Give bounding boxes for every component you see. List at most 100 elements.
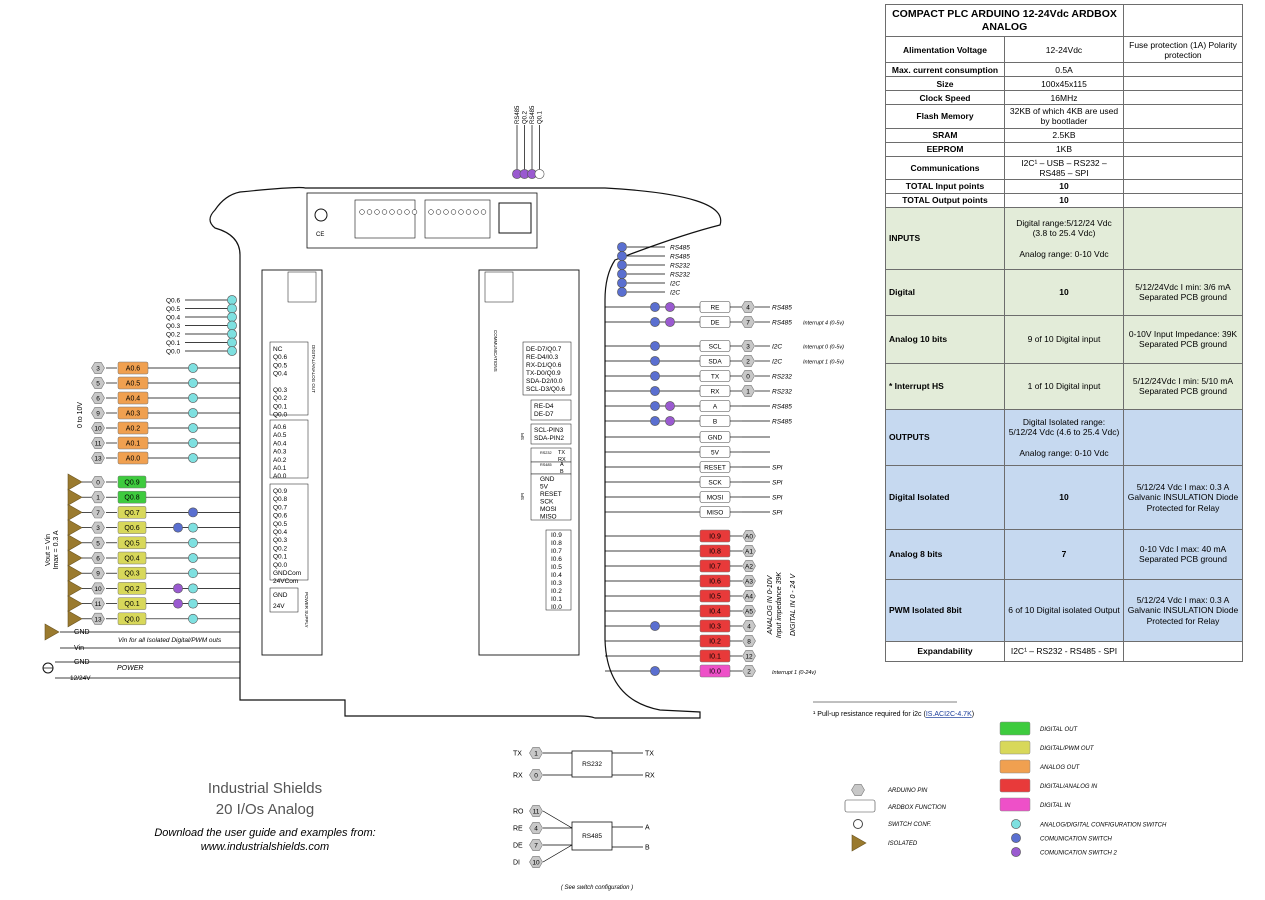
arduino-pin — [741, 340, 755, 352]
spec-value: 16MHz — [1004, 90, 1124, 106]
function-bus-label: I2C — [772, 359, 782, 366]
top-comm-label: RS485 — [515, 105, 521, 124]
isolated-marker — [44, 623, 60, 641]
comm-switch — [173, 522, 183, 533]
analog-config-switch — [188, 553, 198, 563]
left-terminal-label: Q0.6 — [273, 513, 287, 520]
digital-in-note: DIGITAL IN 0 - 24 V — [790, 573, 797, 636]
spec-value: 10 — [1004, 268, 1124, 316]
rs485-pin-name: RO — [513, 809, 524, 816]
rs485-tag: RS485 — [540, 463, 552, 467]
arduino-pin-label: 7 — [746, 320, 750, 327]
arduino-pin — [742, 605, 756, 617]
legend-label: DIGITAL OUT — [1040, 727, 1078, 733]
arduino-pin — [91, 521, 105, 534]
pin-box-label: I0.3 — [709, 624, 721, 631]
spec-label: * Interrupt HS — [885, 362, 1005, 410]
pin-box-label: I0.5 — [709, 594, 721, 601]
power-label: POWER — [117, 665, 143, 672]
spi-terminal-label: SCK — [540, 499, 554, 506]
legend-function-icon — [844, 799, 876, 813]
vin-note: Vin for all Isolated Digital/PWM outs — [118, 637, 222, 644]
left-terminal-label: Q0.7 — [273, 504, 287, 511]
arduino-pin-label: 12 — [745, 654, 753, 661]
left-terminal-label: Q0.5 — [273, 362, 287, 369]
arduino-pin — [741, 316, 755, 328]
pin-box-label: I0.9 — [709, 534, 721, 541]
pin-box-label: A0.2 — [126, 426, 141, 433]
left-terminal-label: Q0.0 — [273, 562, 287, 569]
website-link[interactable]: www.industrialshields.com — [200, 841, 330, 853]
function-bus-label: SPI — [772, 480, 783, 487]
spec-label: Flash Memory — [885, 104, 1005, 129]
pin-box-label: Q0.6 — [124, 525, 139, 532]
spec-value: I2C¹ – RS232 - RS485 - SPI — [1004, 640, 1124, 662]
comm-switch-2 — [665, 317, 675, 327]
spec-value: 9 of 10 Digital input — [1004, 314, 1124, 364]
comm-switch — [617, 242, 627, 252]
ardbox-function-label: MOSI — [707, 495, 724, 502]
spec-label: Size — [885, 76, 1005, 92]
pin-box-label: Q0.1 — [124, 601, 139, 608]
arduino-pin-label: 13 — [94, 456, 102, 463]
legend-swatch — [999, 759, 1031, 774]
isolated-marker — [67, 503, 83, 521]
comm-switch — [617, 278, 627, 288]
spec-note — [1123, 127, 1243, 143]
left-terminal-label: GNDCom — [273, 570, 301, 577]
left-terminal-label: A0.1 — [273, 465, 287, 472]
interrupt-note: Interrupt 1 (0-24v) — [772, 670, 816, 676]
rs232-terminal-label: RX — [558, 457, 566, 463]
switch-dip — [480, 209, 487, 215]
spec-value: 10 — [1004, 192, 1124, 208]
arduino-pin-label: 6 — [96, 396, 100, 403]
analog-config-switch — [188, 583, 198, 594]
spec-value: 10 — [1004, 178, 1124, 194]
analog-config-switch — [188, 568, 198, 579]
serial-wire — [542, 844, 573, 863]
function-bus-label: SPI — [772, 510, 783, 517]
arduino-pin — [529, 747, 543, 759]
arduino-pin — [91, 567, 105, 580]
arduino-pin-label: 2 — [747, 669, 751, 676]
gnd-label: GND — [74, 659, 90, 666]
comm-bus-label: I2C — [670, 281, 680, 288]
arduino-pin-label: 0 — [96, 480, 100, 487]
analog-config-switch — [188, 537, 198, 548]
left-group-4 — [269, 587, 299, 613]
isolated-marker — [67, 564, 83, 582]
pin-box-label: I0.6 — [709, 579, 721, 586]
spec-label: PWM Isolated 8bit — [885, 578, 1005, 642]
q-output-label: Q0.3 — [166, 323, 180, 330]
function-bus-label: RS485 — [772, 419, 792, 426]
arduino-pin-label: 0 — [534, 773, 538, 780]
comm-switch — [617, 251, 627, 261]
spec-label: SRAM — [885, 127, 1005, 143]
left-terminal-label: Q0.4 — [273, 529, 287, 536]
input-terminal-label: I0.4 — [551, 572, 562, 579]
arduino-pin — [742, 590, 756, 602]
switch-dip — [359, 209, 365, 215]
legend-label: ANALOG/DIGITAL CONFIGURATION SWITCH — [1039, 823, 1167, 829]
rs232-out-label: TX — [645, 751, 654, 758]
spec-label: OUTPUTS — [885, 408, 1005, 466]
spec-label: TOTAL Output points — [885, 192, 1005, 208]
spec-note: Fuse protection (1A) Polarity protection — [1123, 36, 1243, 64]
comm-bus-label: I2C — [670, 290, 680, 297]
spec-value: Digital Isolated range: 5/12/24 Vdc (4.6… — [1004, 408, 1124, 466]
arduino-pin — [741, 385, 755, 397]
q-output-label: Q0.1 — [166, 340, 180, 347]
switch-dip — [381, 209, 388, 215]
left-terminal-label: Q0.8 — [273, 496, 287, 503]
spec-note — [1123, 408, 1243, 466]
arduino-pin-label: 10 — [532, 860, 540, 867]
gnd-label: GND — [74, 629, 90, 636]
arduino-pin-label: A2 — [745, 564, 753, 571]
rs232-box-label: RS232 — [582, 761, 602, 768]
